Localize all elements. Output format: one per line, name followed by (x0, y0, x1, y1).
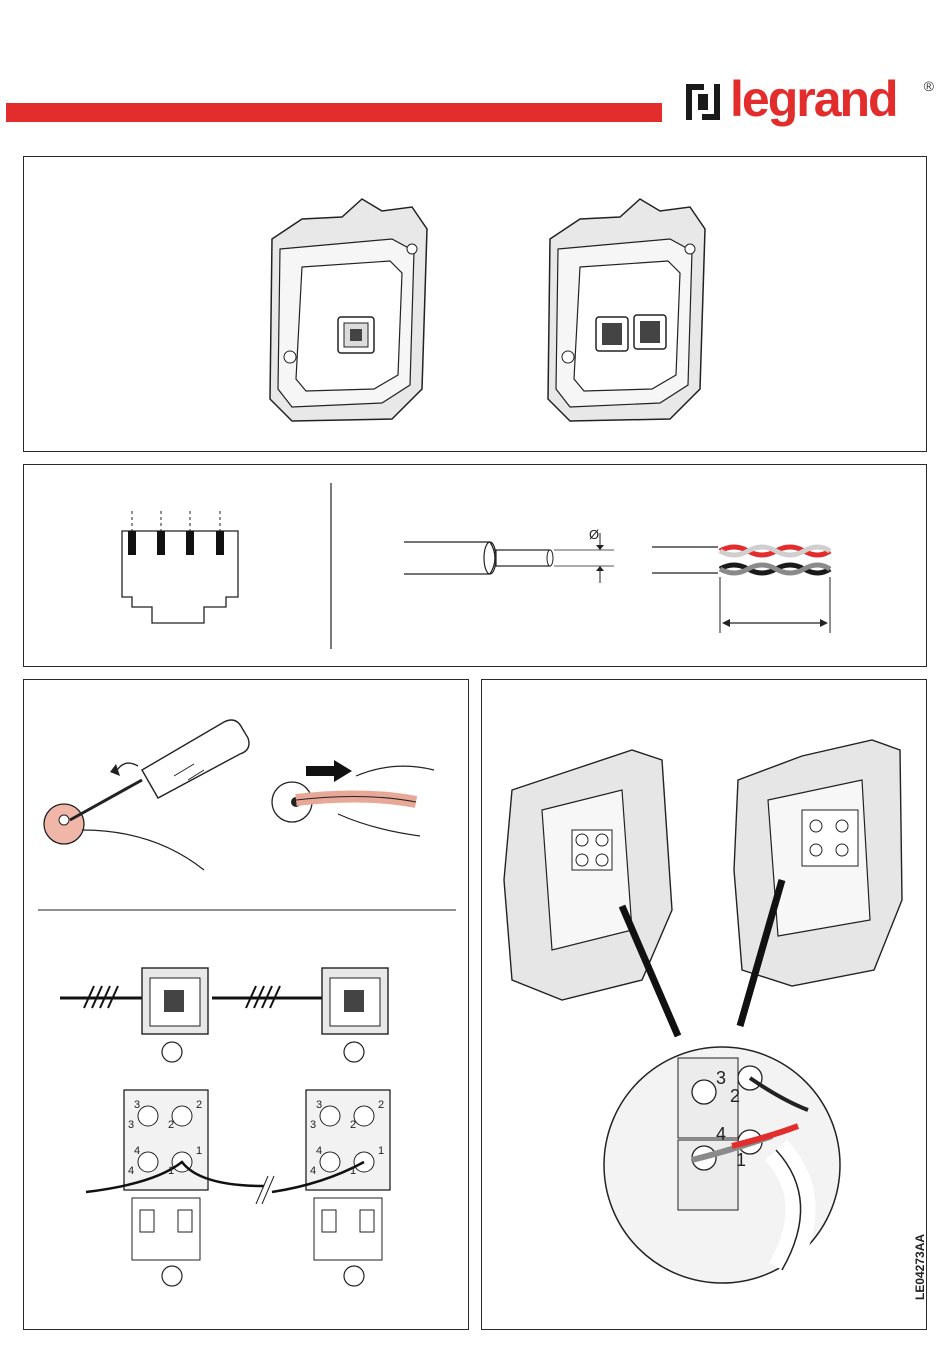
terminal-label: 1 (378, 1145, 384, 1157)
document-code: LE04273AA (913, 1234, 927, 1300)
panel-terminal-connection: 3 2 3 2 4 1 4 1 3 2 3 2 4 1 4 1 (23, 679, 469, 1330)
zoom-terminal-label: 1 (736, 1150, 746, 1170)
daisy-chain-diagram (60, 968, 388, 1062)
screwdriver-step (44, 720, 249, 870)
zoom-circle: 3 2 4 1 (604, 1047, 840, 1283)
logo-text: legrand (730, 70, 897, 128)
panel-cable-preparation: Ø (23, 464, 927, 667)
legrand-logo: legrand ® (676, 74, 938, 140)
terminal-label: 4 (134, 1145, 140, 1157)
panel-rear-view-zoom: 3 2 4 1 (481, 679, 927, 1330)
terminal-label: 3 (310, 1119, 316, 1131)
zoom-terminal-label: 4 (716, 1124, 726, 1144)
terminal-label: 2 (378, 1099, 384, 1111)
zoom-terminal-label: 2 (730, 1086, 740, 1106)
double-socket-illustration (548, 199, 705, 421)
terminal-label: 2 (350, 1119, 356, 1131)
terminal-label: 4 (316, 1145, 322, 1157)
terminal-label: 1 (168, 1165, 174, 1177)
wire-insert-step (272, 760, 434, 836)
registered-mark: ® (924, 78, 934, 94)
legrand-logo-icon (682, 80, 724, 124)
terminal-label: 3 (134, 1099, 140, 1111)
panel-product-views (23, 156, 927, 452)
zoom-terminal-label: 3 (716, 1068, 726, 1088)
screwdriver-icon (70, 720, 249, 820)
conductor-diameter-drawing: Ø (404, 527, 614, 583)
rj-jack-face (122, 511, 238, 623)
terminal-block-right (306, 1090, 390, 1286)
diameter-symbol: Ø (589, 527, 599, 542)
twisted-pair-stripping (652, 547, 830, 633)
terminal-label: 2 (196, 1099, 202, 1111)
terminal-label: 4 (128, 1165, 134, 1177)
terminal-label: 3 (316, 1099, 322, 1111)
terminal-block-left (124, 1090, 208, 1286)
terminal-label: 3 (128, 1119, 134, 1131)
single-socket-illustration (270, 199, 427, 421)
push-arrow-icon (306, 760, 352, 782)
header-red-bar (6, 103, 662, 122)
terminal-label: 2 (168, 1119, 174, 1131)
terminal-label: 1 (350, 1165, 356, 1177)
terminal-label: 1 (196, 1145, 202, 1157)
terminal-label: 4 (310, 1165, 316, 1177)
